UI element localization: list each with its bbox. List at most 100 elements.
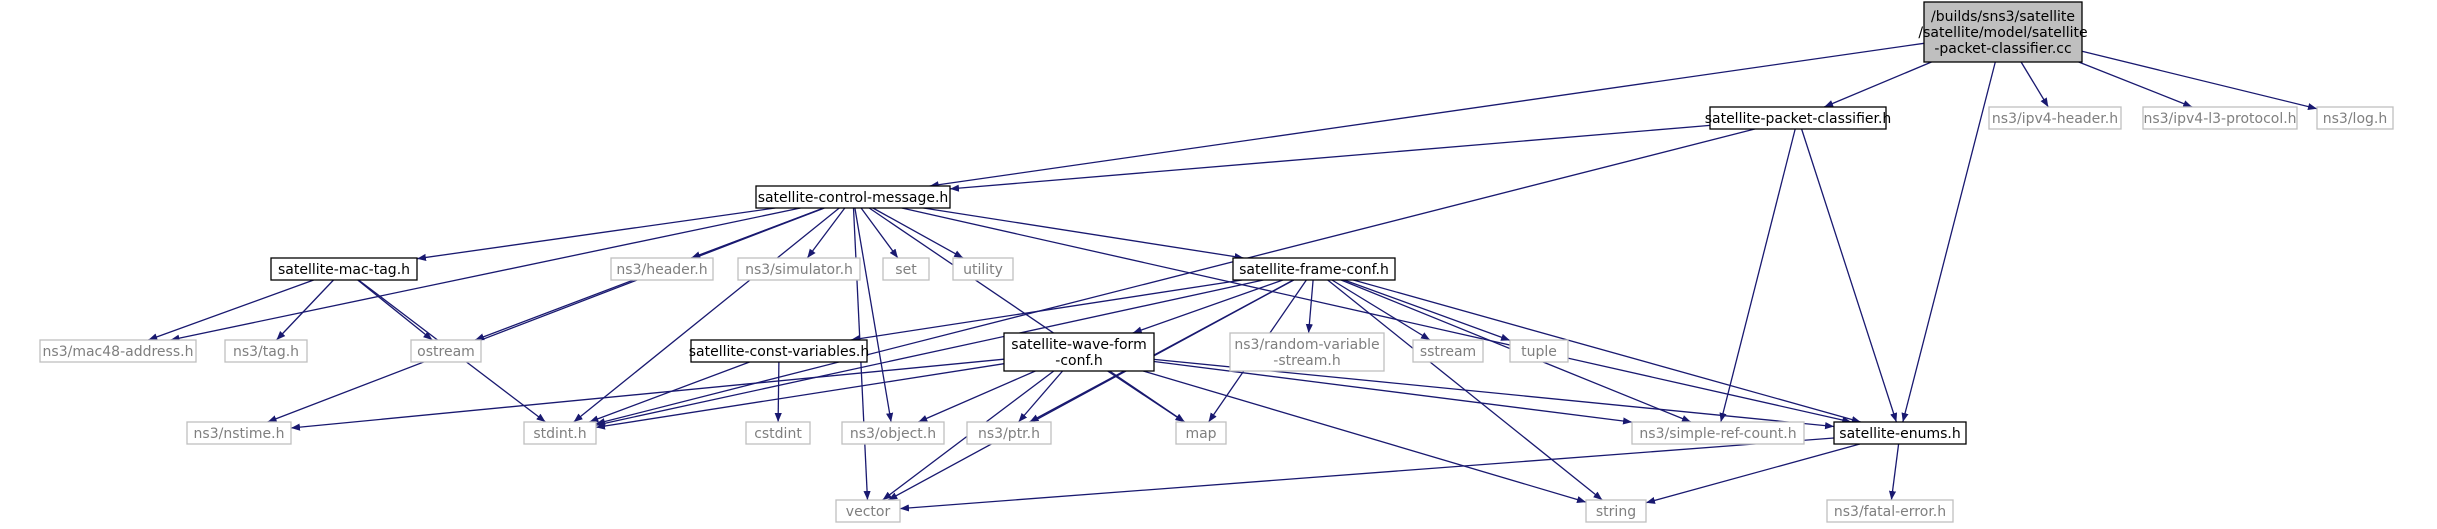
node-label-line: utility [963,262,1003,278]
node-label: ns3/object.h [850,426,936,442]
edge-scm-to-smt [416,207,776,262]
node-scm[interactable]: satellite-control-message.h [755,185,951,209]
node-label-line: ns3/mac48-address.h [43,344,194,360]
edge-scm-to-mac48 [170,207,801,342]
node-label: utility [963,262,1003,278]
node-label-line: /builds/sns3/satellite [1931,9,2075,25]
edge-sen-to-fatal [1888,443,1900,501]
node-label-line: ns3/simulator.h [745,262,853,278]
edge-scm-to-sfc [923,207,1244,261]
edge-root-to-ipv4l3 [2078,61,2193,108]
node-box [410,339,482,363]
edge-sfc-to-vector [887,279,1295,501]
node-label: /builds/sns3/satellite/satellite/model/s… [1918,9,2087,57]
node-box [1833,421,1967,445]
node-box [224,339,308,363]
node-ipv4l3: ns3/ipv4-l3-protocol.h [2142,106,2298,130]
node-randvar: ns3/random-variable-stream.h [1229,332,1385,372]
node-label-line: ns3/log.h [2323,111,2387,127]
edge-sfc-to-scv [850,279,1243,343]
node-box [1826,499,1954,523]
edge-sen-to-vector [899,437,1835,512]
node-box [1709,106,1887,130]
node-label-line: set [895,262,917,278]
edge-scm-to-nstime [267,207,825,423]
node-label-line: ns3/simple-ref-count.h [1639,426,1796,442]
node-label: satellite-mac-tag.h [278,262,410,278]
node-object: ns3/object.h [841,421,945,445]
node-label: ns3/log.h [2323,111,2387,127]
node-label-line: -conf.h [1055,353,1102,369]
node-root[interactable]: /builds/sns3/satellite/satellite/model/s… [1918,1,2088,63]
node-box [690,339,868,363]
node-log: ns3/log.h [2316,106,2394,130]
node-box [523,421,597,445]
node-ipv4h: ns3/ipv4-header.h [1988,106,2122,130]
node-label: satellite-packet-classifier.h [1705,111,1892,127]
edge-spc-to-sen [1800,128,1898,423]
node-label: ns3/header.h [616,262,707,278]
nodes-layer: /builds/sns3/satellite/satellite/model/s… [39,1,2394,523]
node-box [755,185,951,209]
node-label-line: sstream [1420,344,1476,360]
node-label-line: satellite-const-variables.h [689,344,870,360]
node-label-line: ostream [417,344,475,360]
node-label-line: vector [846,504,891,520]
edge-sfc-to-stdint [595,279,1264,427]
node-box [186,421,292,445]
node-label-line: ns3/ipv4-l3-protocol.h [2143,111,2296,127]
node-label-line: ns3/tag.h [233,344,299,360]
node-label: satellite-enums.h [1839,426,1960,442]
node-sen[interactable]: satellite-enums.h [1833,421,1967,445]
node-utility: utility [952,257,1014,281]
edge-root-to-sen [1901,61,1996,423]
node-box [882,257,930,281]
node-box [1175,421,1227,445]
node-label-line: satellite-enums.h [1839,426,1960,442]
node-set: set [882,257,930,281]
edge-smt-to-mac48 [148,279,314,341]
node-label: map [1185,426,1216,442]
edge-smt-to-ostream [357,279,433,341]
edge-sfc-to-sen [1353,279,1861,424]
edge-sfc-to-swf [1132,279,1284,334]
edge-scv-to-cstdint [774,361,782,423]
node-fatal: ns3/fatal-error.h [1826,499,1954,523]
node-box [1232,257,1396,281]
node-mac48: ns3/mac48-address.h [39,339,197,363]
edge-scm-to-set [860,207,899,259]
node-label: set [895,262,917,278]
node-cstdint: cstdint [745,421,811,445]
edge-scm-to-simulator [806,207,846,259]
node-label-line: tuple [1521,344,1557,360]
node-box [835,499,901,523]
node-label-line: satellite-wave-form [1011,337,1146,353]
node-label: satellite-const-variables.h [689,344,870,360]
node-ostream: ostream [410,339,482,363]
node-box [1229,332,1385,372]
node-scv[interactable]: satellite-const-variables.h [689,339,870,363]
node-label: ns3/nstime.h [194,426,285,442]
edge-root-to-ipv4h [2020,61,2049,108]
edge-swf-to-map [1107,370,1185,423]
edge-scm-to-object [854,207,894,423]
node-box [745,421,811,445]
node-box [1923,1,2083,63]
node-simpleref: ns3/simple-ref-count.h [1631,421,1805,445]
node-label-line: ns3/nstime.h [194,426,285,442]
node-box [1988,106,2122,130]
node-box [610,257,714,281]
node-simulator: ns3/simulator.h [737,257,861,281]
node-label-line: ns3/header.h [616,262,707,278]
node-stdint: stdint.h [523,421,597,445]
node-sfc[interactable]: satellite-frame-conf.h [1232,257,1396,281]
node-spc[interactable]: satellite-packet-classifier.h [1705,106,1892,130]
node-smt[interactable]: satellite-mac-tag.h [270,257,418,281]
node-label: ns3/fatal-error.h [1834,504,1946,520]
edge-swf-to-ptr [1018,370,1064,423]
edge-sen-to-string [1645,443,1861,504]
node-swf[interactable]: satellite-wave-form-conf.h [1003,332,1155,372]
node-label-line: ns3/ptr.h [978,426,1040,442]
node-label-line: satellite-mac-tag.h [278,262,410,278]
node-label: ns3/random-variable-stream.h [1234,337,1379,369]
